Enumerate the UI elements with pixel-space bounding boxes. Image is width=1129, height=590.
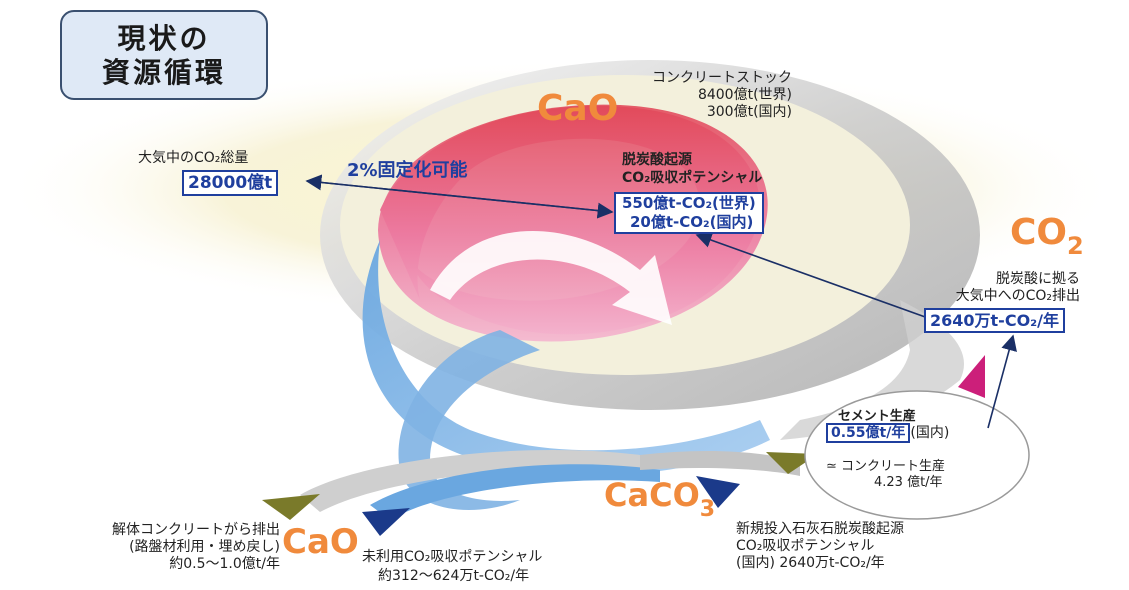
inner-curve-arrow [430,230,672,325]
demolition-text: 解体コンクリートがら排出 (路盤材利用・埋め戻し) 約0.5～1.0億t/年 [80,522,280,573]
triangle-magenta [958,355,985,398]
potential-domestic: 20億t-CO₂(国内) [630,213,754,231]
ribbon-gray-right [640,450,800,476]
blue-swirl-loop [398,330,540,510]
limestone-line1: 新規投入石灰石脱炭酸起源 [736,521,904,537]
triangle-navy-mid [696,476,740,508]
unused-line1: 未利用CO₂吸収ポテンシャル [362,549,543,565]
red-swirl-body [378,104,768,342]
arrow-emission-potential [695,232,929,319]
arrow-cement-emission [987,334,1017,429]
demolition-line2: (路盤材利用・埋め戻し) [129,539,280,555]
concrete-stock-line3: 300億t(国内) [706,104,792,120]
cement-title: セメント生産 [838,409,916,424]
label-caco3: CaCO3 [604,476,715,522]
triangle-olive-left [262,494,320,520]
unused-line2: 約312～624万t-CO₂/年 [378,568,530,584]
potential-title1: 脱炭酸起源 [622,152,692,168]
potential-values: 550億t-CO₂(世界) 20億t-CO₂(国内) [614,192,764,234]
concrete-stock-text: コンクリートストック 8400億t(世界) 300億t(国内) [620,70,792,121]
label-co2: CO2 [1010,212,1084,260]
demolition-line1: 解体コンクリートがら排出 [112,522,280,538]
label-co2-sub: 2 [1067,232,1084,260]
emission-line2: 大気中へのCO₂排出 [955,288,1080,304]
label-cao-top: CaO [537,88,619,129]
limestone-line3: (国内) 2640万t-CO₂/年 [736,555,885,571]
emission-text: 脱炭酸に拠る 大気中へのCO₂排出 [880,271,1080,305]
title-line1: 現状の [117,22,211,55]
limestone-text: 新規投入石灰石脱炭酸起源 CO₂吸収ポテンシャル (国内) 2640万t-CO₂… [736,521,976,572]
label-co2-main: CO [1010,212,1068,253]
potential-title2: CO₂吸収ポテンシャル [622,170,763,186]
emission-value: 2640万t-CO₂/年 [924,308,1066,333]
limestone-line2: CO₂吸収ポテンシャル [736,538,875,554]
title-line2: 資源循環 [101,56,226,89]
fixation-label: 2%固定化可能 [347,160,468,181]
potential-world: 550億t-CO₂(世界) [622,194,756,212]
label-caco3-main: CaCO [604,476,700,514]
label-caco3-sub: 3 [699,497,716,522]
cement-value: 0.55億t/年 [826,423,911,443]
cement-suffix: (国内) [910,425,950,441]
cement-approx: ≃ コンクリート生産 [826,459,946,474]
atmosphere-value: 28000億t [182,170,279,196]
label-cao-bottom: CaO [282,522,359,562]
concrete-stock-line2: 8400億t(世界) [697,87,792,103]
cement-approx-value: 4.23 億t/年 [874,475,943,490]
concrete-stock-line1: コンクリートストック [652,70,792,86]
demolition-line3: 約0.5～1.0億t/年 [169,556,280,572]
cement-row: 0.55億t/年(国内) [826,423,950,443]
emission-line1: 脱炭酸に拠る [996,271,1080,287]
title-box: 現状の 資源循環 [60,10,268,100]
arrow-atmosphere-potential-back [306,180,614,219]
ribbon-blue [370,464,660,520]
atmosphere-label: 大気中のCO₂総量 [138,150,249,166]
triangle-navy-left [362,508,410,536]
